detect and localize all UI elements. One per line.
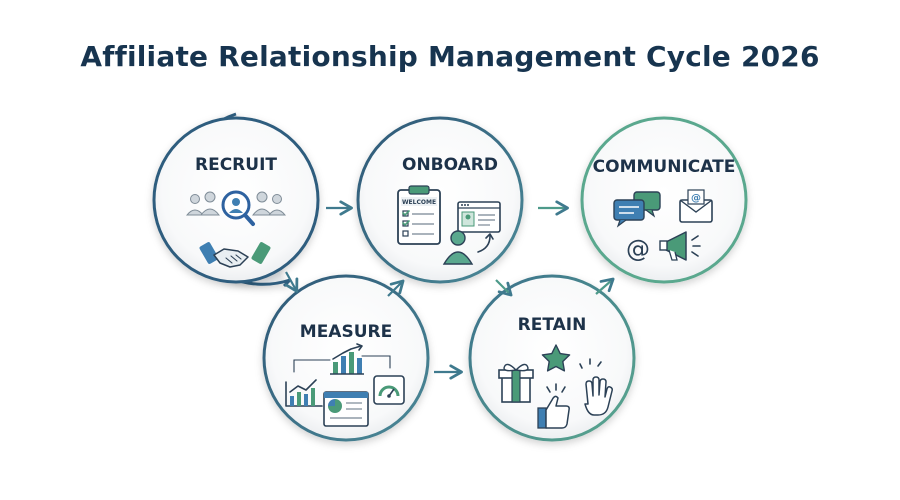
gauge-icon xyxy=(373,375,405,405)
star-icon xyxy=(541,344,571,372)
megaphone-icon xyxy=(659,231,701,261)
communicate-label: COMMUNICATE xyxy=(593,157,736,177)
people-search-icon xyxy=(185,190,287,226)
gift-icon xyxy=(498,363,534,403)
stage-measure: MEASURE xyxy=(262,274,430,442)
clipboard-checklist-icon: WELCOME xyxy=(397,185,441,245)
stage-communicate: COMMUNICATE @ @ xyxy=(580,116,748,284)
email-at-text: @ xyxy=(691,193,701,204)
communicate-disc xyxy=(580,116,748,284)
recruit-label: RECRUIT xyxy=(195,155,277,175)
arrow-recruit-to-measure xyxy=(284,271,299,293)
handshake-icon xyxy=(199,242,271,268)
stage-onboard: ONBOARD WELCOME xyxy=(356,116,524,284)
email-envelope-icon: @ xyxy=(679,189,713,223)
person-icon xyxy=(442,230,494,265)
page-title: Affiliate Relationship Management Cycle … xyxy=(80,40,820,73)
at-sign-icon: @ xyxy=(626,235,650,263)
arrow-onboard-to-retain xyxy=(495,279,513,297)
retain-label: RETAIN xyxy=(518,315,587,335)
dashboard-icon xyxy=(323,391,369,427)
welcome-text: WELCOME xyxy=(402,199,436,206)
arrow-retain-to-communicate xyxy=(595,277,615,295)
measure-label: MEASURE xyxy=(300,322,392,342)
line-chart-icon xyxy=(285,379,323,407)
chat-bubbles-icon xyxy=(613,191,661,228)
profile-window-icon xyxy=(457,201,501,233)
stage-retain: RETAIN xyxy=(468,274,636,442)
thumbs-up-icon xyxy=(537,383,570,429)
raised-hand-icon xyxy=(579,358,613,416)
analytics-icons xyxy=(285,343,405,427)
arrow-measure-to-onboard xyxy=(387,279,405,297)
onboard-label: ONBOARD xyxy=(402,155,498,175)
bar-chart-icon xyxy=(330,343,364,375)
flow-arrows xyxy=(284,200,615,380)
stage-recruit: RECRUIT xyxy=(152,112,320,288)
